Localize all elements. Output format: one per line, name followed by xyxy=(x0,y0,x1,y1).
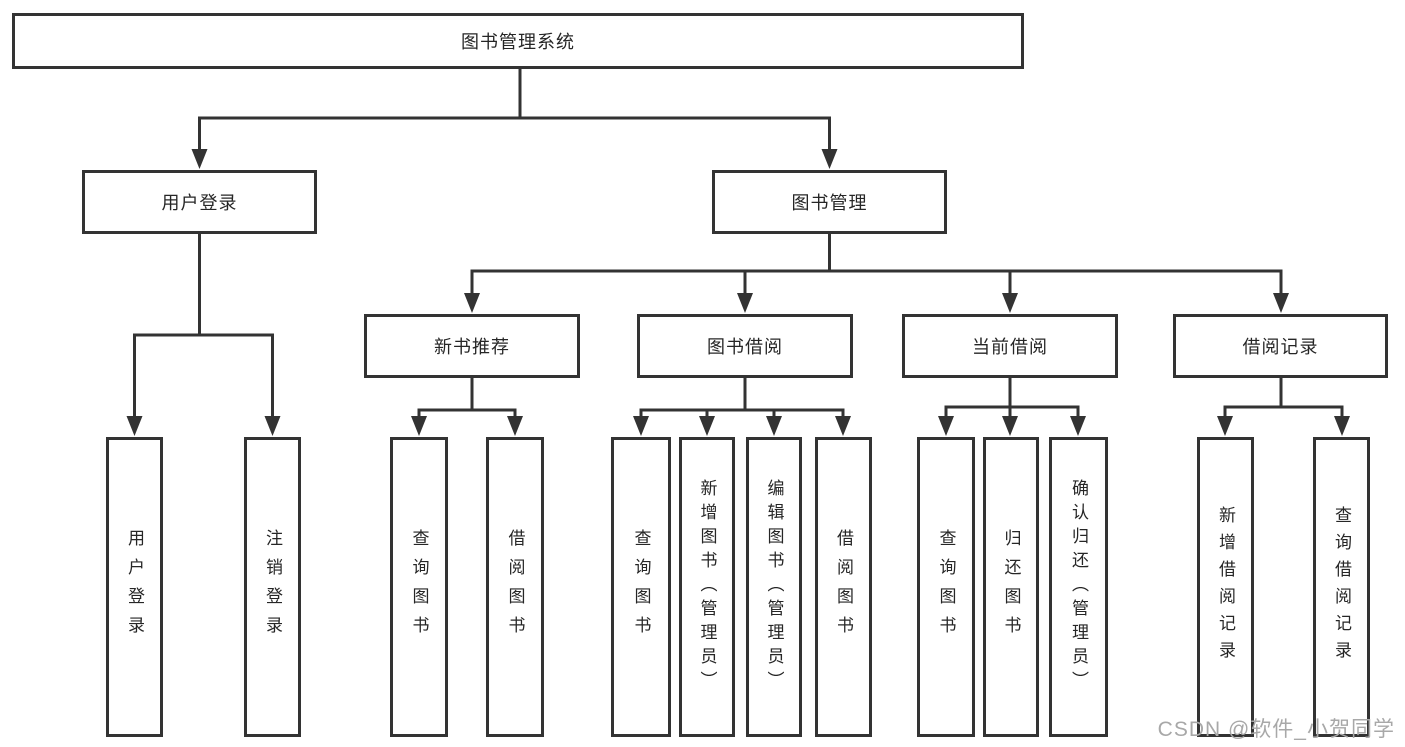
leaf-add-book-admin: 新增图书（管理员） xyxy=(679,437,735,737)
node-user-login-label: 用户登录 xyxy=(161,193,238,213)
leaf-user-login: 用户登录 xyxy=(106,437,163,737)
node-borrow-records-label: 借阅记录 xyxy=(1242,337,1319,357)
leaf-user-login-label: 用户登录 xyxy=(125,529,144,645)
leaf-query-books-borrow-label: 查询图书 xyxy=(631,529,651,645)
leaf-query-books-borrow: 查询图书 xyxy=(611,437,671,737)
leaf-query-borrow-record-label: 查询借阅记录 xyxy=(1332,506,1351,668)
leaf-query-books-current-label: 查询图书 xyxy=(936,529,956,645)
leaf-edit-book-admin: 编辑图书（管理员） xyxy=(746,437,802,737)
leaf-query-borrow-record: 查询借阅记录 xyxy=(1313,437,1370,737)
node-root: 图书管理系统 xyxy=(12,13,1024,69)
csdn-watermark: CSDN @软件_小贺同学 xyxy=(1157,718,1395,741)
node-borrow-records: 借阅记录 xyxy=(1173,314,1388,378)
leaf-edit-book-admin-label: 编辑图书（管理员） xyxy=(764,479,784,695)
node-current-borrow: 当前借阅 xyxy=(902,314,1118,378)
leaf-borrow-books-borrow-label: 借阅图书 xyxy=(834,529,853,645)
leaf-add-borrow-record-label: 新增借阅记录 xyxy=(1216,506,1235,668)
leaf-return-book: 归还图书 xyxy=(983,437,1039,737)
node-book-borrow-label: 图书借阅 xyxy=(707,337,783,357)
node-book-management-label: 图书管理 xyxy=(791,193,868,213)
leaf-confirm-return-admin-label: 确认归还（管理员） xyxy=(1069,479,1088,695)
leaf-logout: 注销登录 xyxy=(244,437,301,737)
node-new-book-recommend: 新书推荐 xyxy=(364,314,580,378)
leaf-borrow-books-borrow: 借阅图书 xyxy=(815,437,872,737)
leaf-query-books-recommend-label: 查询图书 xyxy=(409,529,429,645)
leaf-return-book-label: 归还图书 xyxy=(1001,529,1021,645)
node-book-borrow: 图书借阅 xyxy=(637,314,853,378)
leaf-add-borrow-record: 新增借阅记录 xyxy=(1197,437,1254,737)
connector-lines xyxy=(133,64,1344,422)
node-new-book-recommend-label: 新书推荐 xyxy=(434,337,510,357)
leaf-confirm-return-admin: 确认归还（管理员） xyxy=(1049,437,1108,737)
node-book-management: 图书管理 xyxy=(712,170,947,234)
leaf-borrow-books-recommend: 借阅图书 xyxy=(486,437,544,737)
leaf-add-book-admin-label: 新增图书（管理员） xyxy=(697,479,717,695)
node-user-login: 用户登录 xyxy=(82,170,317,234)
node-current-borrow-label: 当前借阅 xyxy=(972,337,1048,357)
leaf-borrow-books-recommend-label: 借阅图书 xyxy=(505,529,525,645)
leaf-query-books-current: 查询图书 xyxy=(917,437,975,737)
node-root-label: 图书管理系统 xyxy=(461,32,575,52)
leaf-logout-label: 注销登录 xyxy=(263,529,282,645)
leaf-query-books-recommend: 查询图书 xyxy=(390,437,448,737)
